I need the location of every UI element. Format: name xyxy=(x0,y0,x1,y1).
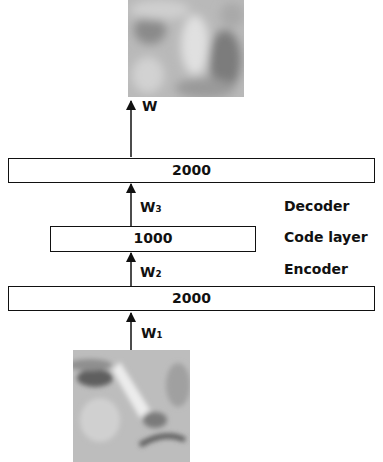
weight-arrow xyxy=(130,253,132,286)
output-arrow xyxy=(130,101,132,157)
unit-count: 2000 xyxy=(172,163,211,178)
layer-box: 2000 xyxy=(8,158,375,183)
part-name: Decoder xyxy=(284,199,349,214)
weight-arrow xyxy=(130,184,132,226)
weight-label: W₁ xyxy=(141,326,163,341)
part-name: Code layer xyxy=(284,230,368,245)
weight-label: W₂ xyxy=(140,265,162,280)
output-face xyxy=(128,0,244,97)
weight-label: W xyxy=(142,99,157,114)
unit-count: 1000 xyxy=(134,231,173,246)
weight-label: W₃ xyxy=(140,200,162,215)
input-arrow xyxy=(130,313,132,350)
layer-box: 2000 xyxy=(8,286,375,311)
part-name: Encoder xyxy=(284,262,348,277)
layer-box: 1000 xyxy=(50,226,256,252)
unit-count: 2000 xyxy=(172,291,211,306)
input-face xyxy=(73,350,190,462)
